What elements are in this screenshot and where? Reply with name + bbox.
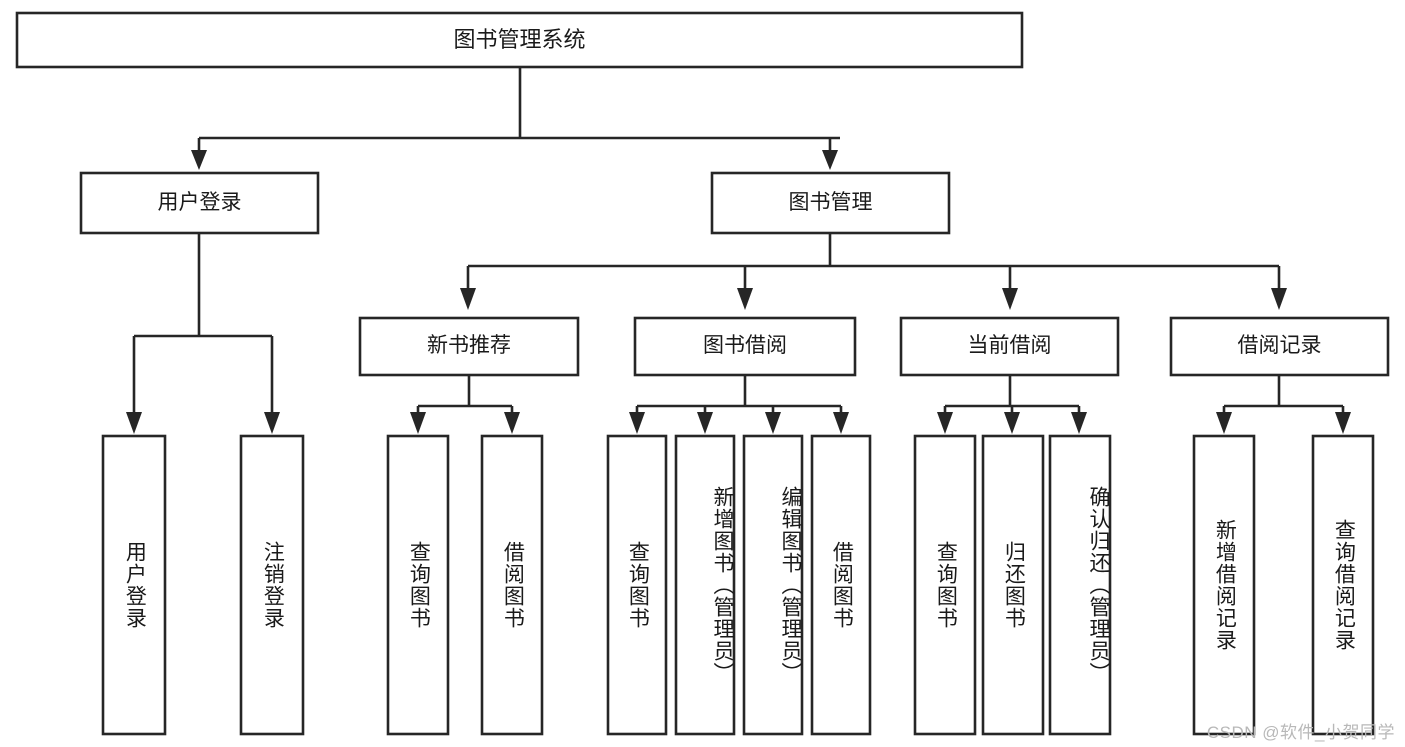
leaf-box-add-record[interactable] bbox=[1192, 434, 1256, 736]
leaf-box-borrow-book-1[interactable] bbox=[480, 434, 544, 736]
edge-bookborrow-to-leaves bbox=[629, 375, 849, 434]
leaf-box-confirm-return[interactable] bbox=[1048, 434, 1112, 736]
leaf-box-borrow-book-2[interactable] bbox=[810, 434, 872, 736]
leaf-box-query-book-1[interactable] bbox=[386, 434, 450, 736]
leaf-box-add-book[interactable] bbox=[674, 434, 736, 736]
edge-bookmgmt-to-level2 bbox=[460, 233, 1287, 310]
node-box-book-borrow[interactable] bbox=[633, 316, 857, 377]
leaf-box-query-book-2[interactable] bbox=[606, 434, 668, 736]
edge-root-to-level1 bbox=[191, 67, 840, 170]
edge-newbook-to-leaves bbox=[410, 375, 520, 434]
node-box-root[interactable] bbox=[15, 11, 1024, 69]
node-box-current-borrow[interactable] bbox=[899, 316, 1120, 377]
node-box-book-management[interactable] bbox=[710, 171, 951, 235]
node-box-user-login[interactable] bbox=[79, 171, 320, 235]
leaf-box-query-record[interactable] bbox=[1311, 434, 1375, 736]
leaf-box-edit-book[interactable] bbox=[742, 434, 804, 736]
leaf-box-logout[interactable] bbox=[239, 434, 305, 736]
leaf-box-user-login[interactable] bbox=[101, 434, 167, 736]
leaf-box-query-book-3[interactable] bbox=[913, 434, 977, 736]
leaf-box-return-book[interactable] bbox=[981, 434, 1045, 736]
node-box-new-book-rec[interactable] bbox=[358, 316, 580, 377]
edge-borrowrecord-to-leaves bbox=[1216, 375, 1351, 434]
edge-currentborrow-to-leaves bbox=[937, 375, 1087, 434]
edge-userlogin-to-leaves bbox=[126, 233, 280, 434]
node-box-borrow-record[interactable] bbox=[1169, 316, 1390, 377]
